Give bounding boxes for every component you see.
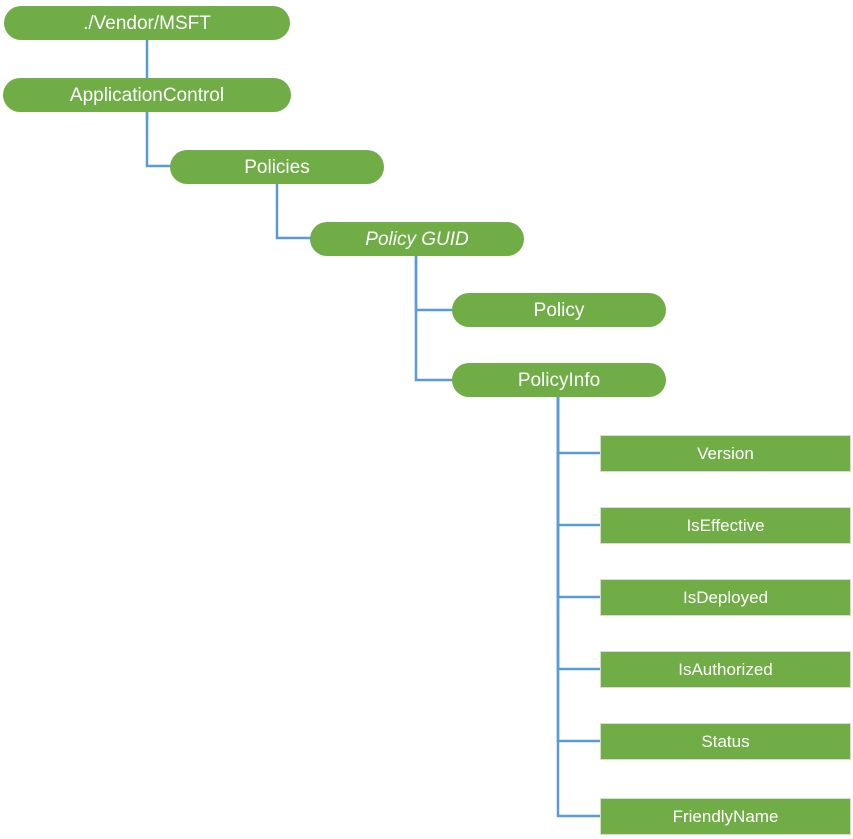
node-policies: Policies [170, 150, 384, 184]
connector-policyinfo-to-friendlyname [556, 395, 601, 818]
node-label-application-control: ApplicationControl [69, 84, 225, 106]
node-label-friendly-name: FriendlyName [672, 807, 779, 826]
node-policy: Policy [452, 293, 666, 327]
connector-policyinfo-to-isdeployed [556, 395, 601, 599]
node-label-is-authorized: IsAuthorized [678, 660, 773, 679]
node-label-policy: Policy [533, 299, 585, 321]
node-label-policy-guid: Policy GUID [365, 228, 469, 250]
node-vendor-msft: ./Vendor/MSFT [4, 6, 290, 40]
node-label-is-effective: IsEffective [686, 516, 765, 535]
node-status: Status [600, 723, 851, 760]
connector-policyinfo-to-isauthorized [556, 395, 601, 671]
connector-policies-to-policyguid [275, 182, 312, 240]
node-label-vendor-msft: ./Vendor/MSFT [83, 12, 211, 34]
node-label-policy-info: PolicyInfo [517, 369, 601, 391]
connector-policyguid-to-policyinfo [414, 254, 454, 382]
node-policy-guid: Policy GUID [310, 222, 524, 256]
node-version: Version [600, 435, 851, 472]
node-is-deployed: IsDeployed [600, 579, 851, 616]
node-friendly-name: FriendlyName [600, 798, 851, 835]
node-is-effective: IsEffective [600, 507, 851, 544]
node-is-authorized: IsAuthorized [600, 651, 851, 688]
node-label-status: Status [701, 732, 750, 751]
node-label-version: Version [697, 444, 754, 463]
node-label-is-deployed: IsDeployed [682, 588, 769, 607]
node-label-policies: Policies [244, 156, 310, 178]
connector-policyguid-to-policy [414, 254, 454, 312]
node-policy-info: PolicyInfo [452, 363, 666, 397]
connector-appcontrol-to-policies [145, 110, 172, 168]
node-application-control: ApplicationControl [3, 78, 291, 112]
connector-policyinfo-to-status [556, 395, 601, 743]
connector-policyinfo-to-version [556, 395, 601, 455]
connector-policyinfo-to-iseffective [556, 395, 601, 527]
